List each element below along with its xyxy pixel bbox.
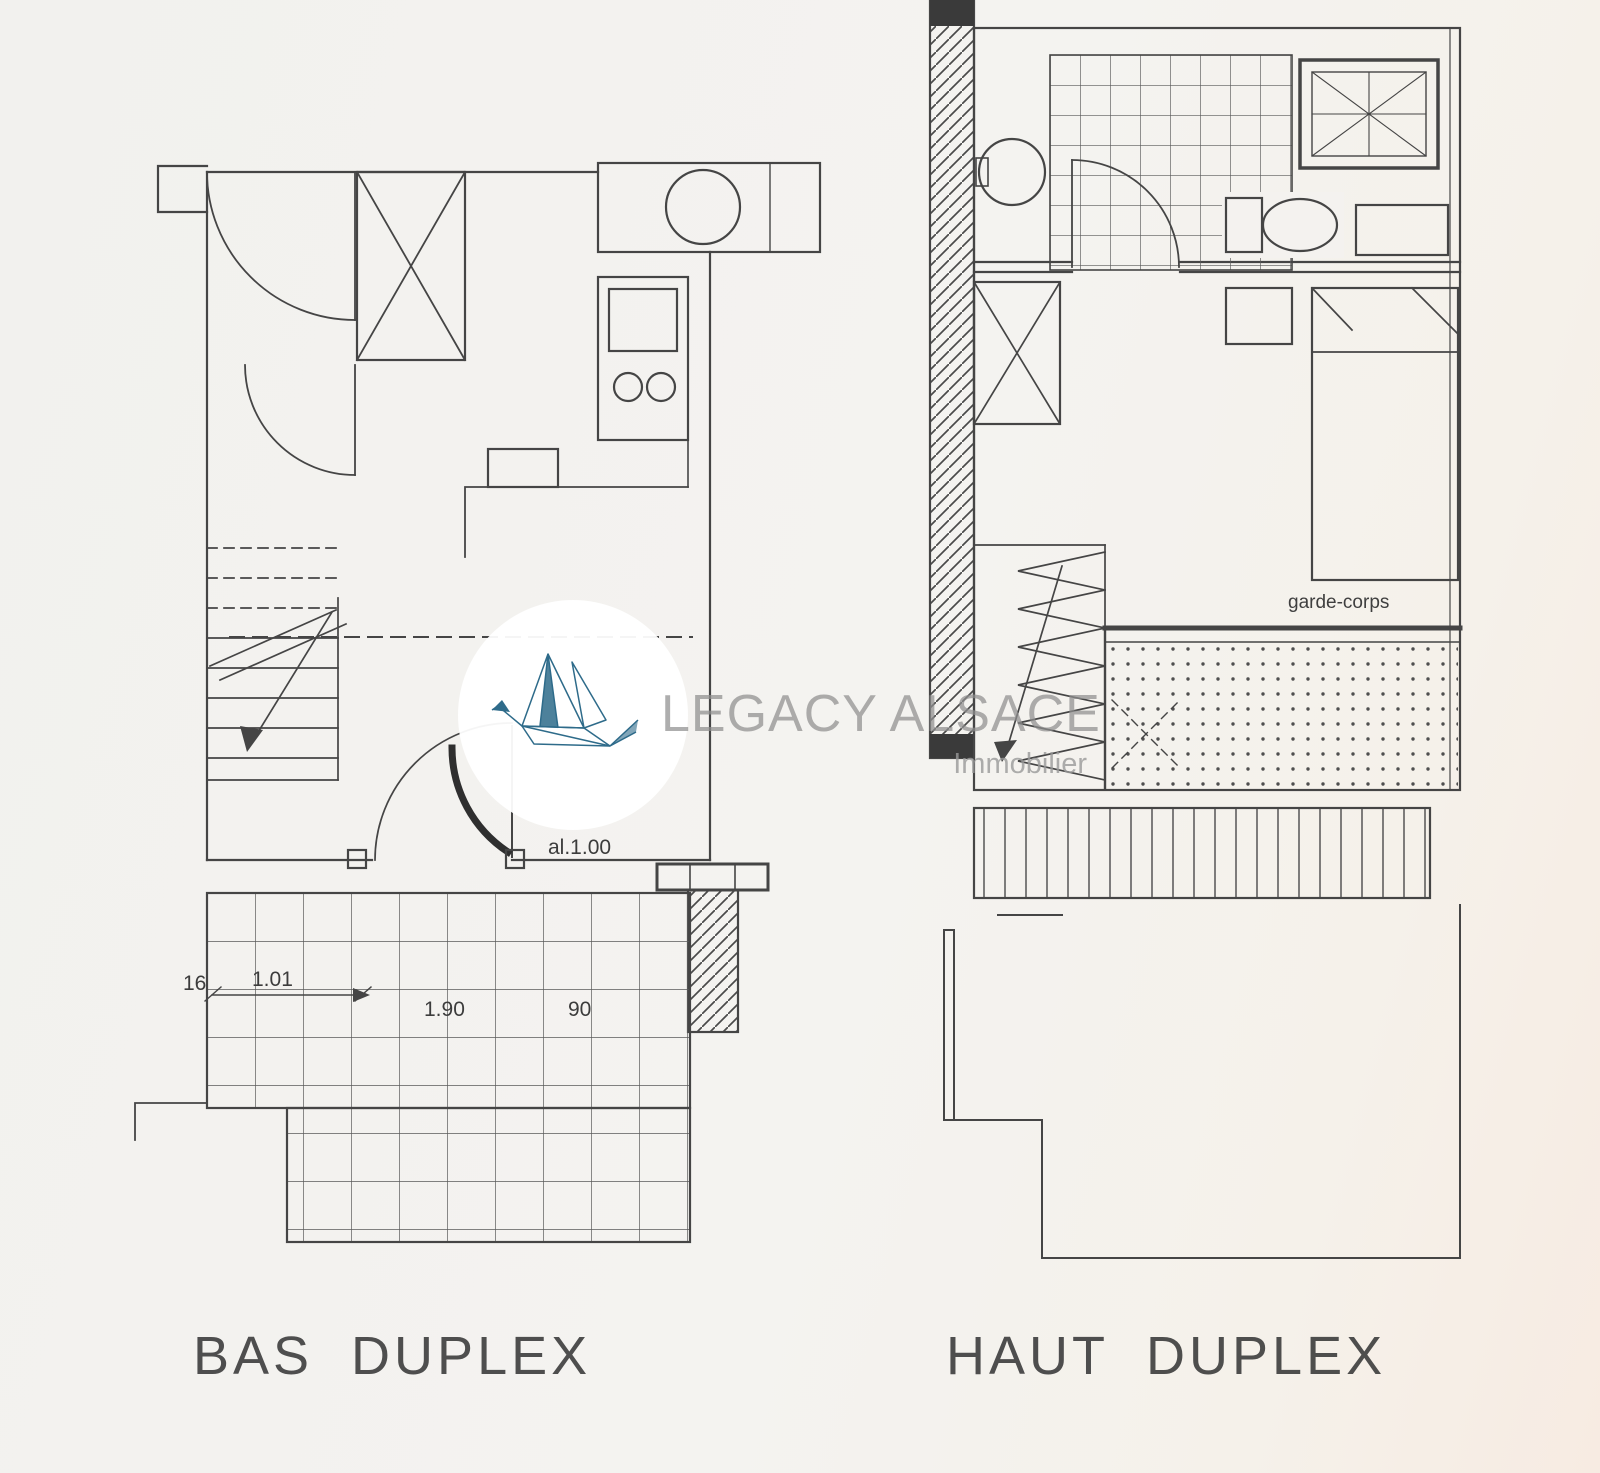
closet	[972, 280, 1062, 426]
bas-duplex-plan: 16 1.01 1.90 90 al.1.00	[134, 161, 822, 1244]
wardrobe	[355, 170, 467, 362]
stair-arrow	[994, 740, 1017, 762]
haut-duplex-plan: garde-corps	[928, 0, 1463, 1259]
washbasin	[975, 137, 1047, 207]
stove-unit	[596, 275, 690, 488]
allege-label: al.1.00	[548, 836, 611, 859]
kitchen-counter	[596, 161, 822, 254]
bas-duplex-title: BAS DUPLEX	[193, 1326, 592, 1386]
main-door	[374, 722, 513, 861]
terrace-dimension-line	[204, 986, 372, 1002]
void-dotted-area	[1108, 644, 1458, 788]
stairs-up	[973, 544, 1107, 782]
shower	[1298, 58, 1440, 170]
toilet	[1222, 192, 1344, 258]
nightstand	[1224, 286, 1294, 346]
dim-190-label: 1.90	[424, 998, 465, 1021]
bathroom-door	[1071, 159, 1180, 268]
terrace-grid	[134, 891, 692, 1244]
kitchen-sink	[664, 168, 742, 246]
lower-outline	[943, 904, 1461, 1259]
entry-door	[206, 171, 356, 476]
table	[464, 447, 689, 558]
stair-break-line	[208, 608, 348, 682]
haut-duplex-title: HAUT DUPLEX	[946, 1326, 1387, 1386]
stairs-down	[206, 547, 348, 781]
dim-90-label: 90	[568, 998, 591, 1021]
stair-arrow	[240, 726, 263, 752]
guard-rail	[1102, 625, 1463, 790]
void-projection-dashed	[1111, 699, 1181, 769]
roof-strip	[972, 806, 1432, 916]
door-jamb	[346, 848, 368, 870]
door-jamb	[504, 848, 526, 870]
dim-16-label: 16	[183, 972, 206, 995]
hatched-wall	[928, 0, 976, 760]
dim-101-label: 1.01	[252, 968, 293, 991]
bathroom-shelf	[1354, 203, 1450, 257]
bed	[1310, 286, 1460, 582]
terrace-post	[655, 862, 770, 1034]
entry-wall-nib	[156, 164, 209, 214]
garde-corps-label: garde-corps	[1288, 592, 1389, 613]
bathroom-wall	[972, 260, 1462, 274]
hatched-column	[686, 888, 740, 1034]
